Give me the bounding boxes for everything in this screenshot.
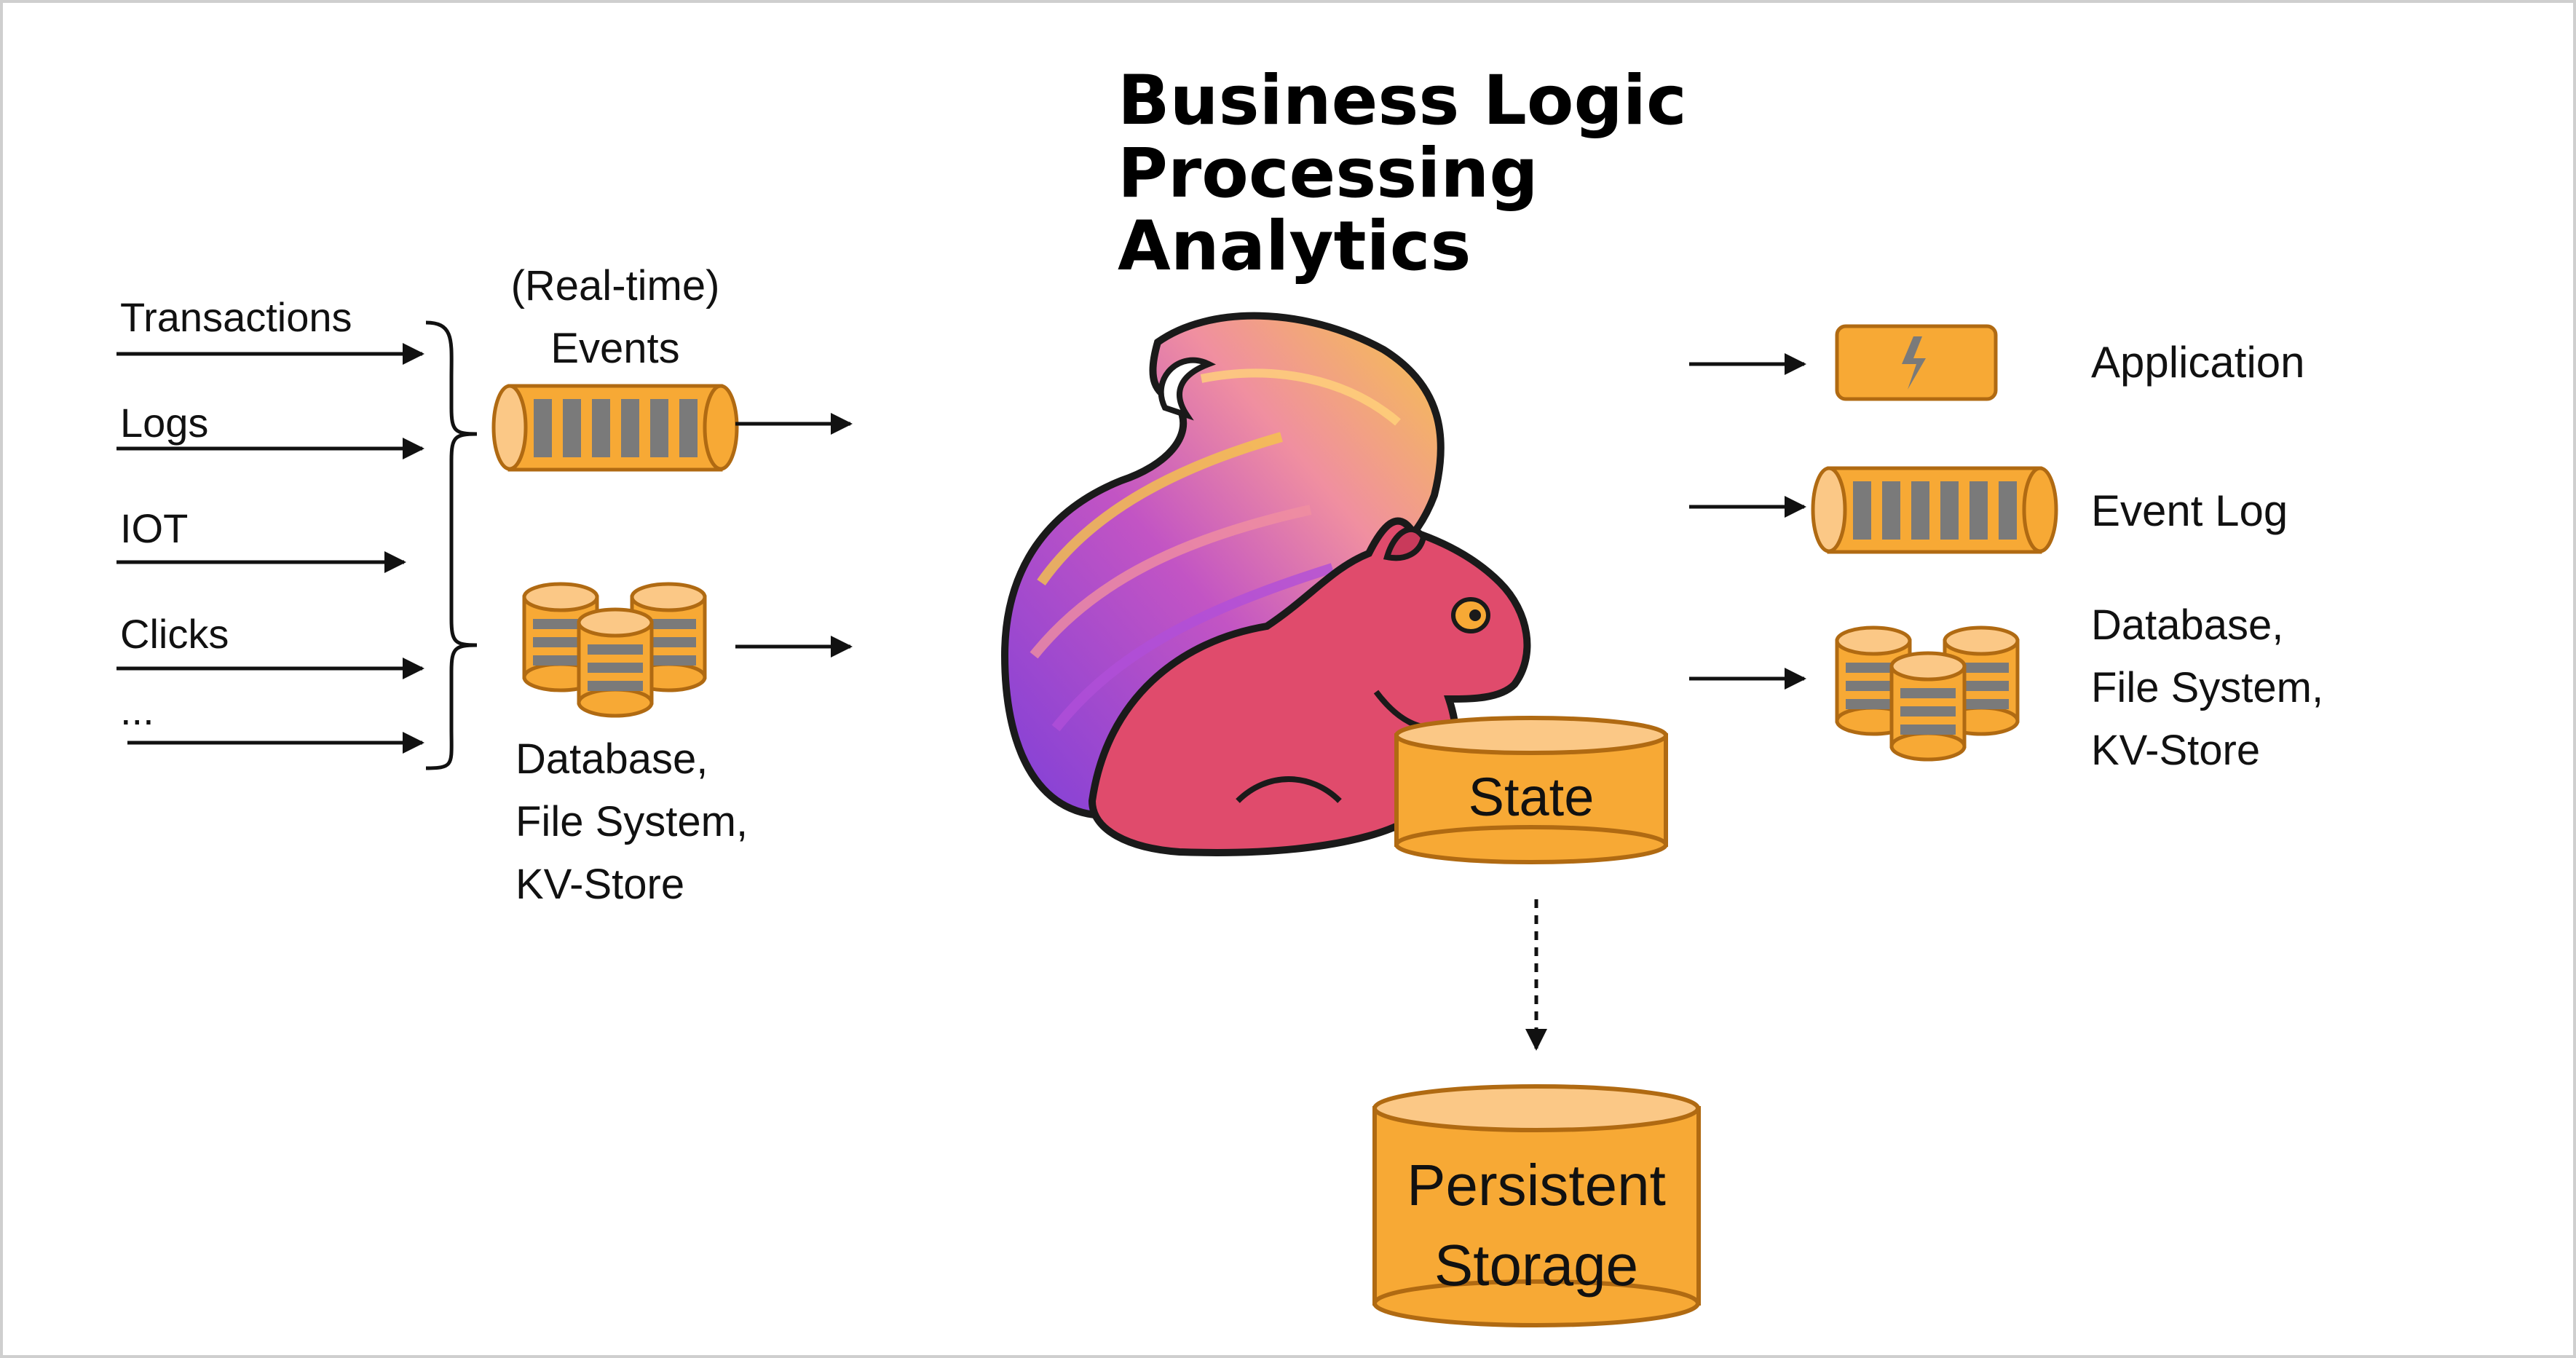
title-line-1: Business Logic [1118, 61, 1687, 141]
input-label-more: ... [120, 687, 154, 733]
input-label-transactions: Transactions [120, 294, 352, 340]
events-label-line-1: (Real-time) [511, 262, 720, 309]
persistent-storage-label-2: Storage [1434, 1233, 1638, 1298]
application-label: Application [2091, 338, 2305, 387]
tail-streak-4 [1200, 368, 1401, 426]
title-line-2: Processing [1118, 134, 1538, 213]
database-icon [522, 582, 707, 718]
lightning-icon [1902, 336, 1926, 390]
source-events: (Real-time) Events [491, 262, 853, 472]
input-list: Transactions Logs IOT Clicks ... [116, 294, 424, 754]
source-storage: Database, File System, KV-Store [515, 582, 853, 908]
sink-storage-label-1: Database, [2091, 601, 2283, 649]
state-store: State [1394, 716, 1668, 864]
title-line-3: Analytics [1118, 207, 1471, 286]
squirrel-ear [1383, 526, 1427, 561]
source-storage-label-1: Database, [515, 735, 708, 783]
persistent-storage: Persistent Storage [1372, 1084, 1701, 1327]
event-queue-icon [491, 384, 739, 472]
sink-storage-label-2: File System, [2091, 664, 2323, 711]
squirrel-pupil [1469, 609, 1481, 621]
tail-streak-1 [1037, 432, 1283, 586]
title-block: Business Logic Processing Analytics [1118, 61, 1687, 286]
input-label-clicks: Clicks [120, 611, 229, 657]
sink-storage: Database, File System, KV-Store [1689, 601, 2323, 774]
input-label-iot: IOT [120, 505, 188, 551]
persistent-storage-label-1: Persistent [1407, 1153, 1666, 1217]
sink-storage-label-3: KV-Store [2091, 727, 2260, 774]
event-log-icon [1811, 466, 2058, 554]
source-storage-label-2: File System, [515, 798, 748, 845]
tail-streak-3 [1051, 563, 1335, 732]
tail-curl [1158, 357, 1217, 421]
event-log-label: Event Log [2091, 486, 2288, 535]
events-label-line-2: Events [550, 325, 679, 372]
state-label: State [1469, 767, 1595, 827]
squirrel-leg [1236, 776, 1342, 803]
input-brace [425, 320, 478, 770]
sink-event-log: Event Log [1689, 466, 2288, 554]
tail-streak-2 [1030, 505, 1312, 659]
sink-database-icon [1835, 625, 2020, 762]
sink-application: Application [1689, 324, 2305, 401]
input-label-logs: Logs [120, 400, 208, 446]
source-storage-label-3: KV-Store [515, 861, 684, 908]
